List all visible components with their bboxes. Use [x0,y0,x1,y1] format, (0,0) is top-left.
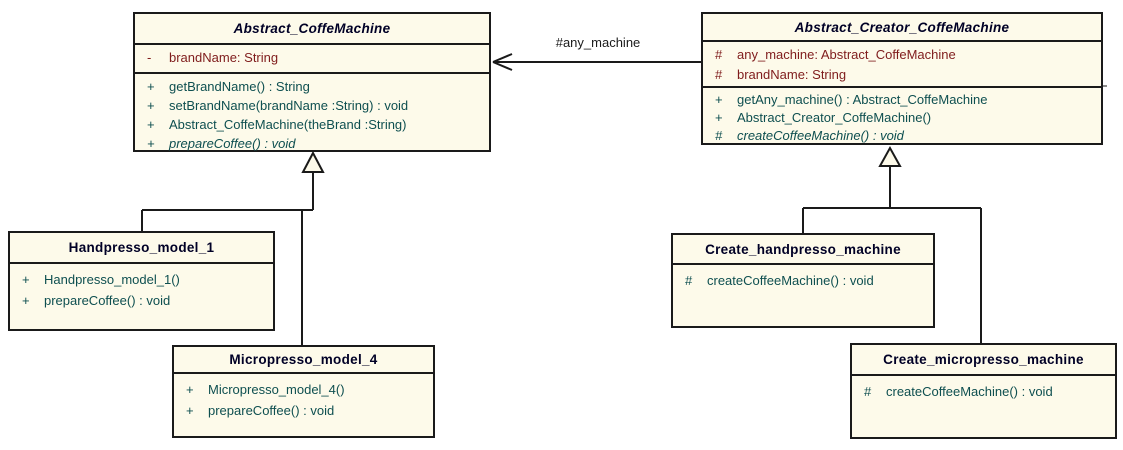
method-row: + getBrandName() : String [135,77,489,96]
method-row: + getAny_machine() : Abstract_CoffeMachi… [703,91,1101,109]
method-text: prepareCoffee() : void [208,403,335,418]
attribute-text: brandName: String [737,67,847,82]
methods-compartment: # createCoffeeMachine() : void [852,376,1115,437]
visibility-marker: + [147,136,155,151]
association-label-any-machine: #any_machine [555,35,641,50]
method-text: createCoffeeMachine() : void [707,273,874,288]
visibility-marker: + [22,293,30,308]
methods-compartment: + Micropresso_model_4() + prepareCoffee(… [174,374,433,436]
method-row: + prepareCoffee() : void [135,134,489,153]
visibility-marker: + [186,403,194,418]
method-text: Abstract_CoffeMachine(theBrand :String) [169,117,407,132]
hollow-triangle-icon [878,145,902,167]
method-row: + Abstract_Creator_CoffeMachine() [703,109,1101,127]
class-abstract-creator-coffe-machine: Abstract_Creator_CoffeMachine # any_mach… [701,12,1103,145]
methods-compartment: + getAny_machine() : Abstract_CoffeMachi… [703,88,1101,145]
visibility-marker: + [715,110,723,125]
visibility-marker: + [147,79,155,94]
visibility-marker: # [685,273,693,288]
open-arrowhead-icon [492,61,513,71]
method-text: getAny_machine() : Abstract_CoffeMachine [737,92,988,107]
class-name: Micropresso_model_4 [174,347,433,374]
class-name: Create_micropresso_machine [852,345,1115,376]
method-row: # createCoffeeMachine() : void [673,270,933,291]
method-text: prepareCoffee() : void [44,293,171,308]
visibility-marker: + [147,117,155,132]
class-micropresso-model-4: Micropresso_model_4 + Micropresso_model_… [172,345,435,438]
method-text: Handpresso_model_1() [44,272,180,287]
attribute-text: any_machine: Abstract_CoffeMachine [737,47,956,62]
visibility-marker: - [147,50,152,65]
method-row: + setBrandName(brandName :String) : void [135,96,489,115]
visibility-marker: # [715,67,723,82]
method-text: Micropresso_model_4() [208,382,345,397]
class-create-handpresso-machine: Create_handpresso_machine # createCoffee… [671,233,935,328]
class-name: Create_handpresso_machine [673,235,933,265]
class-handpresso-model-1: Handpresso_model_1 + Handpresso_model_1(… [8,231,275,331]
visibility-marker: + [715,92,723,107]
visibility-marker: # [715,47,723,62]
attribute-text: brandName: String [169,50,279,65]
methods-compartment: + getBrandName() : String + setBrandName… [135,74,489,153]
method-text: createCoffeeMachine() : void [737,128,904,143]
hollow-triangle-icon [301,150,325,173]
open-arrowhead-icon [492,53,513,63]
method-text: prepareCoffee() : void [169,136,296,151]
visibility-marker: + [186,382,194,397]
method-row: + prepareCoffee() : void [10,290,273,311]
attribute-row: - brandName: String [135,48,489,68]
class-name: Handpresso_model_1 [10,233,273,264]
method-text: Abstract_Creator_CoffeMachine() [737,110,932,125]
method-text: getBrandName() : String [169,79,310,94]
visibility-marker: # [864,384,872,399]
method-row: + Micropresso_model_4() [174,379,433,400]
generalization-arrow-right [802,145,982,343]
attribute-row: # any_machine: Abstract_CoffeMachine [703,45,1101,65]
methods-compartment: + Handpresso_model_1() + prepareCoffee()… [10,264,273,329]
attributes-compartment: - brandName: String [135,45,489,74]
visibility-marker: # [715,128,723,143]
visibility-marker: + [147,98,155,113]
visibility-marker: + [22,272,30,287]
method-row: + prepareCoffee() : void [174,400,433,421]
attributes-compartment: # any_machine: Abstract_CoffeMachine # b… [703,42,1101,88]
class-name: Abstract_Creator_CoffeMachine [703,14,1101,42]
method-text: createCoffeeMachine() : void [886,384,1053,399]
class-abstract-coffe-machine: Abstract_CoffeMachine - brandName: Strin… [133,12,491,152]
method-row: + Abstract_CoffeMachine(theBrand :String… [135,115,489,134]
class-create-micropresso-machine: Create_micropresso_machine # createCoffe… [850,343,1117,439]
method-row: # createCoffeeMachine() : void [852,381,1115,402]
method-row: # createCoffeeMachine() : void [703,127,1101,145]
methods-compartment: # createCoffeeMachine() : void [673,265,933,326]
association-arrow [492,53,1107,87]
generalization-arrow-left [141,150,325,345]
method-row: + Handpresso_model_1() [10,269,273,290]
attribute-row: # brandName: String [703,65,1101,85]
class-name: Abstract_CoffeMachine [135,14,489,45]
method-text: setBrandName(brandName :String) : void [169,98,409,113]
